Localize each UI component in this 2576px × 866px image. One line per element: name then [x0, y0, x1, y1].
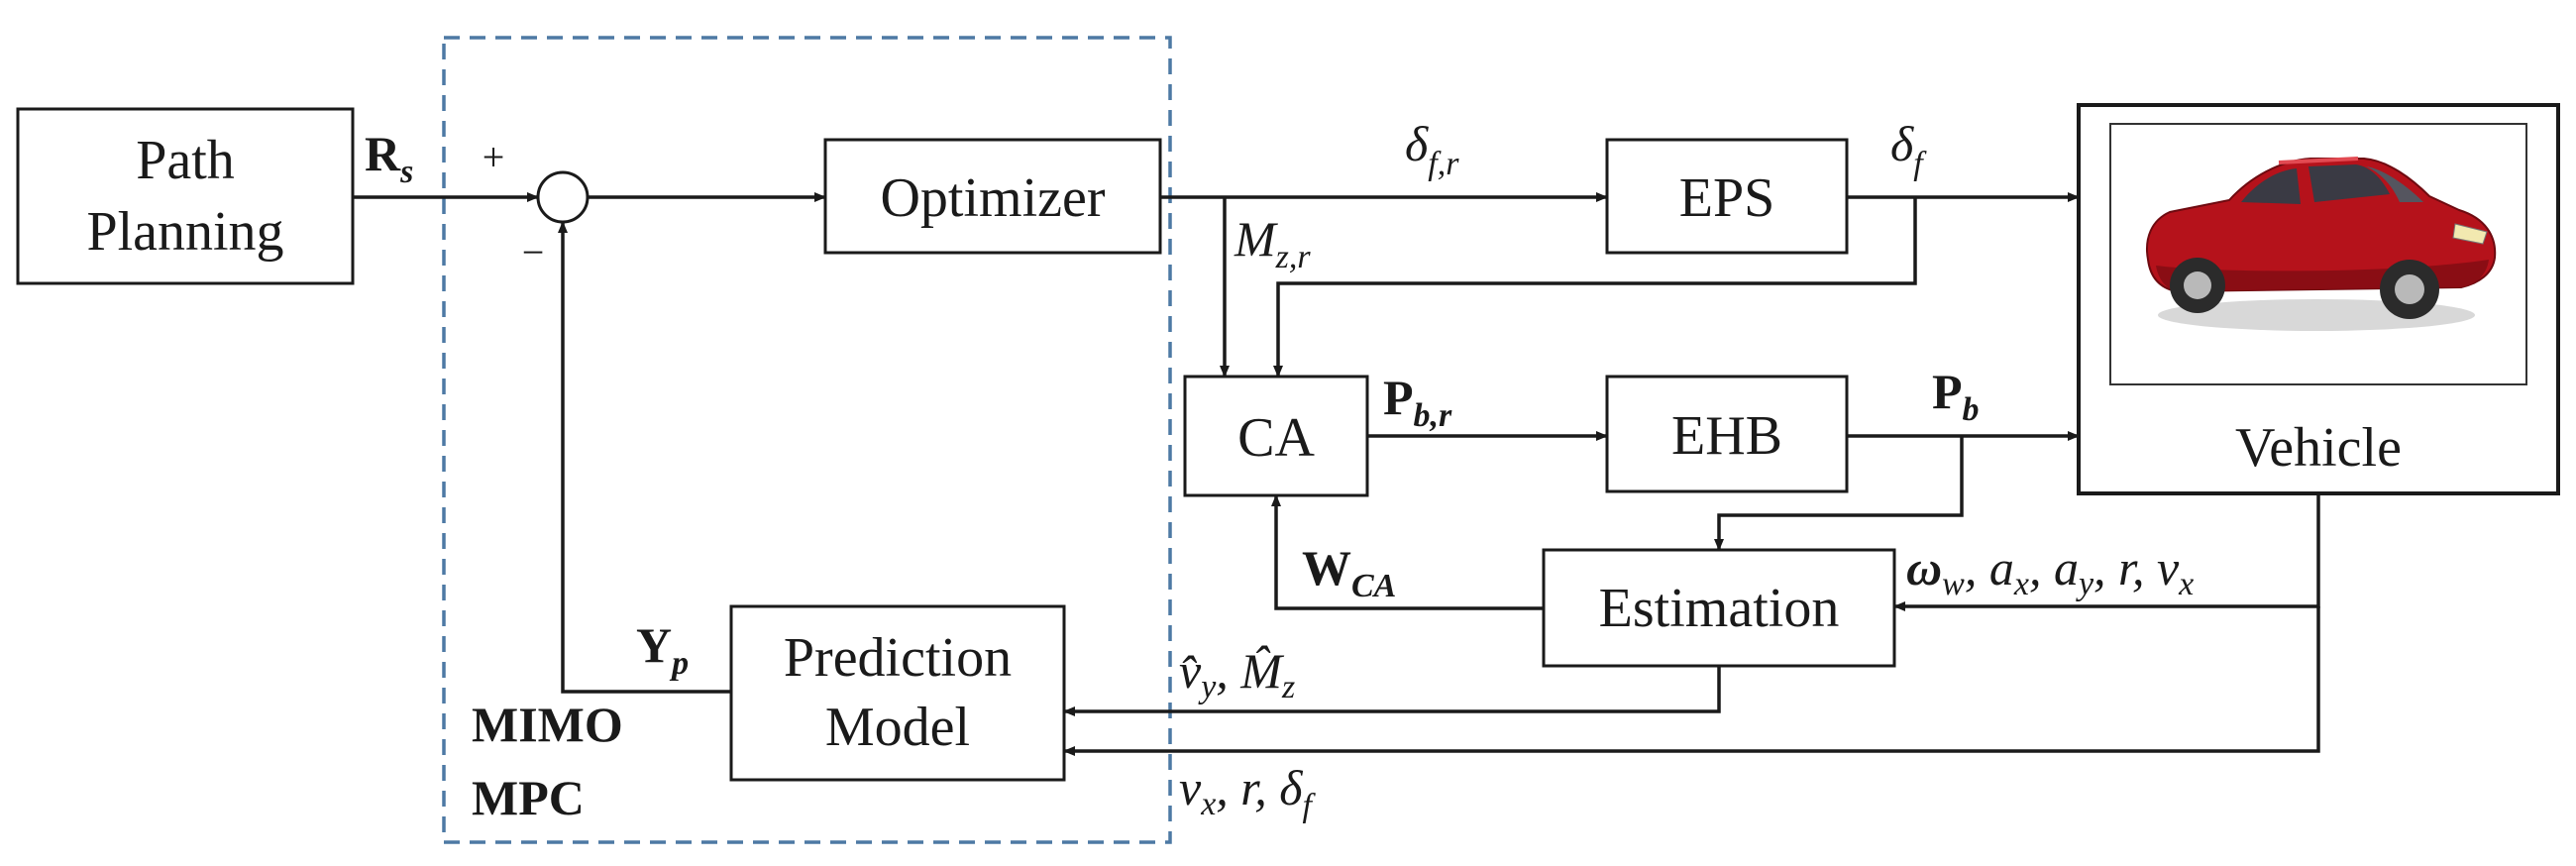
- prediction-model-block: Prediction Model: [729, 604, 1066, 782]
- ehb-block: EHB: [1605, 375, 1849, 493]
- estimates-label: v̂y, M̂z: [1179, 643, 1295, 705]
- mimo-mpc-boundary: [442, 36, 1172, 844]
- eps-block: EPS: [1605, 138, 1849, 255]
- mzr-label: Mz,r: [1234, 211, 1311, 275]
- vehicle-block: Vehicle: [2077, 103, 2560, 495]
- yp-label: Yp: [636, 617, 689, 682]
- pb-label: Pb: [1932, 364, 1980, 428]
- prediction-model-label-line1: Prediction: [784, 627, 1012, 689]
- delta-f-label: δf: [1890, 116, 1927, 182]
- optimizer-block: Optimizer: [823, 138, 1162, 255]
- ca-label: CA: [1237, 407, 1315, 469]
- mpc-label: MPC: [472, 770, 585, 825]
- car-image: [2146, 157, 2497, 331]
- measurements-label: ωw, ax, ay, r, vx: [1906, 540, 2194, 602]
- minus-sign: −: [522, 230, 545, 274]
- estimation-label: Estimation: [1599, 578, 1840, 639]
- pb-feedback-line: [1714, 436, 1964, 551]
- delta-fr-label: δf,r: [1405, 116, 1459, 182]
- path-planning-label-line2: Planning: [86, 201, 283, 263]
- eps-label: EPS: [1679, 167, 1775, 229]
- vx-r-delta-line: [1063, 606, 2320, 756]
- ca-block: CA: [1183, 375, 1369, 497]
- vehicle-label: Vehicle: [2235, 417, 2402, 479]
- estimates-line: [1063, 666, 1721, 716]
- summing-junction: + −: [483, 135, 590, 274]
- ehb-label: EHB: [1671, 405, 1782, 467]
- path-planning-label-line1: Path: [136, 130, 235, 191]
- yp-feedback-line: [558, 221, 731, 694]
- mimo-label: MIMO: [472, 697, 623, 752]
- pbr-label: Pb,r: [1383, 370, 1452, 434]
- wca-label: WCA: [1302, 540, 1396, 604]
- path-planning-block: Path Planning: [16, 107, 355, 285]
- wca-line: [1271, 494, 1544, 610]
- prediction-model-label-line2: Model: [825, 697, 970, 758]
- estimation-block: Estimation: [1542, 548, 1896, 668]
- optimizer-label: Optimizer: [880, 167, 1105, 229]
- plus-sign: +: [483, 135, 505, 179]
- feedback-states-label: vx, r, δf: [1179, 760, 1316, 824]
- delta-f-feedback-line: [1273, 197, 1917, 378]
- rs-label: Rs: [365, 126, 413, 190]
